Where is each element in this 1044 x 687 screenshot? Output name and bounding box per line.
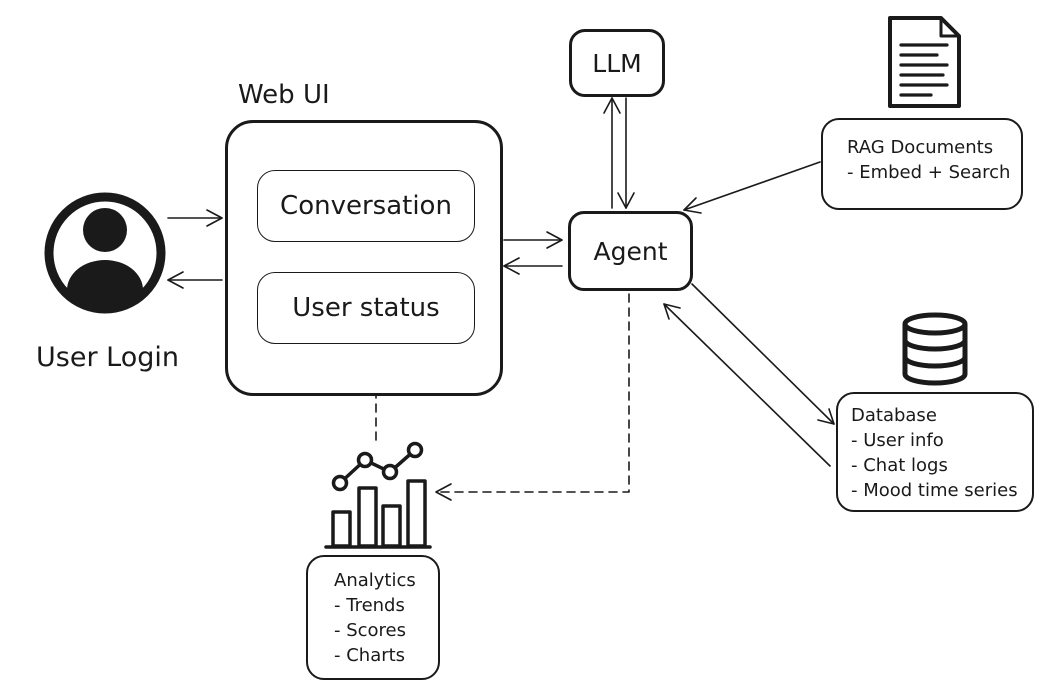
database-line-chat-logs: - Chat logs <box>851 455 948 476</box>
arrow-agent-to-database <box>691 283 835 425</box>
analytics-line-trends: - Trends <box>334 595 405 616</box>
rag-line-title: RAG Documents <box>847 137 994 158</box>
analytics-line-scores: - Scores <box>334 620 407 641</box>
analytics-line-charts: - Charts <box>334 645 406 666</box>
arrow-agent-to-llm <box>603 97 621 209</box>
rag-line-embed-search: - Embed + Search <box>847 162 1011 183</box>
analytics-node[interactable]: Analytics - Trends - Scores - Charts <box>306 555 440 680</box>
rag-documents-node[interactable]: RAG Documents - Embed + Search <box>821 118 1023 210</box>
agent-node[interactable]: Agent <box>568 211 693 291</box>
arrowhead-agent-to-analytics <box>435 483 452 501</box>
web-ui-container <box>225 120 503 396</box>
database-line-mood-series: - Mood time series <box>851 480 1018 501</box>
user-status-panel[interactable]: User status <box>257 272 475 344</box>
user-status-label: User status <box>292 293 440 323</box>
arrow-llm-to-agent <box>617 97 635 209</box>
web-ui-title: Web UI <box>238 80 330 110</box>
database-line-user-info: - User info <box>851 430 944 451</box>
agent-label: Agent <box>593 236 668 266</box>
llm-label: LLM <box>592 48 642 78</box>
analytics-line-title: Analytics <box>334 570 416 591</box>
user-login-label: User Login <box>36 342 179 373</box>
user-avatar-icon <box>44 192 166 314</box>
database-cylinder-icon <box>902 312 968 386</box>
user-login-node[interactable]: User Login <box>36 190 186 380</box>
bar-line-chart-icon <box>324 441 432 549</box>
document-icon <box>888 16 961 108</box>
llm-node[interactable]: LLM <box>569 29 665 97</box>
database-line-title: Database <box>851 405 937 426</box>
arrow-agent-to-webui <box>503 257 563 275</box>
arrow-webui-to-agent <box>503 231 563 249</box>
conversation-panel[interactable]: Conversation <box>257 170 475 242</box>
database-node[interactable]: Database - User info - Chat logs - Mood … <box>836 392 1034 512</box>
conversation-label: Conversation <box>280 191 452 221</box>
arrow-rag-to-agent <box>683 161 821 214</box>
arrow-database-to-agent <box>663 303 831 467</box>
